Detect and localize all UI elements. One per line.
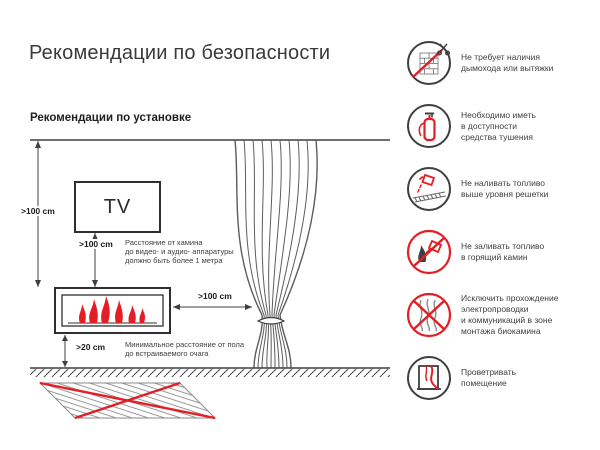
safety-item-text: Проветривать помещение (461, 367, 517, 388)
dim-arrow-fireplace-floor (62, 335, 68, 367)
safety-item-text: Не наливать топливо выше уровня решетки (461, 178, 549, 199)
safety-item: Не заливать топливо в горящий камин (406, 229, 594, 275)
ventilate-room-icon (407, 356, 451, 400)
floor-hatch (30, 369, 390, 377)
curtain (234, 139, 318, 369)
dim-label-ceiling-fireplace: >100 cm (19, 206, 57, 216)
dim-label-fireplace-curtain: >100 cm (196, 291, 234, 301)
dim-label-fireplace-floor: >20 cm (74, 342, 108, 352)
safety-item-text: Не требует наличия дымохода или вытяжки (461, 52, 554, 73)
safety-item: Исключить прохождение электропроводки и … (406, 292, 594, 338)
safety-item: Не наливать топливо выше уровня решетки (406, 166, 594, 212)
curtain-tieback (256, 316, 286, 325)
flames-icon (79, 296, 146, 323)
safety-item-text: Исключить прохождение электропроводки и … (461, 293, 559, 336)
tv-label: TV (103, 196, 132, 218)
scissors-icon (437, 43, 451, 56)
note-floor-distance: Минимальное расстояние от пола до встраи… (125, 340, 245, 358)
no-wiring-icon (406, 292, 452, 338)
installation-diagram (30, 139, 390, 420)
fuel-above-grate-icon (407, 167, 451, 211)
tv-box (74, 181, 161, 233)
dim-arrow-fireplace-curtain (173, 304, 252, 310)
safety-item: Необходимо иметь в доступности средства … (406, 103, 594, 149)
no-chimney-icon (407, 41, 451, 85)
safety-item-text: Не заливать топливо в горящий камин (461, 241, 545, 262)
safety-recommendations-list: Не требует наличия дымохода или вытяжки … (406, 40, 594, 401)
page-title: Рекомендации по безопасности (29, 42, 331, 64)
extinguisher-icon (407, 104, 451, 148)
safety-item-text: Необходимо иметь в доступности средства … (461, 109, 536, 142)
carpet-prohibited (38, 381, 217, 420)
section-title: Рекомендации по установке (30, 112, 192, 124)
dim-label-tv-fireplace: >100 cm (77, 239, 115, 249)
safety-item: Проветривать помещение (406, 355, 594, 401)
safety-item: Не требует наличия дымохода или вытяжки (406, 40, 594, 86)
fireplace (54, 287, 171, 334)
note-equipment-distance: Расстояние от камина до видео- и аудио- … (125, 238, 234, 265)
no-refuel-burning-icon (406, 229, 452, 275)
